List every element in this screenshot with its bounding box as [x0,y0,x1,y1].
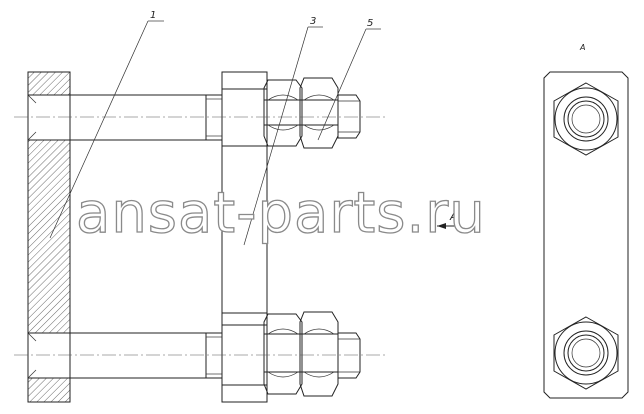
view-a-nut-upper [553,82,619,156]
bolt-lower [69,332,223,379]
view-a-nut-lower [553,316,619,390]
plate-part-3 [221,71,268,403]
view-marker-letter: A [449,210,458,223]
view-a: A [543,43,629,399]
view-a-plate-outline [543,71,629,399]
nut-upper-part-5 [263,77,361,149]
bolt-upper [69,94,223,141]
view-direction-marker: A [437,210,461,229]
callout-1: 1 [49,10,164,239]
nut-lower [263,311,361,397]
watermark-text: ansat-parts.ru [76,181,486,246]
callout-1-number: 1 [150,10,156,21]
callout-5: 5 [317,18,381,141]
view-a-title: A [579,43,585,52]
callout-5-number: 5 [367,18,373,29]
flange-part-1 [27,71,71,403]
callout-3: 3 [243,16,323,246]
callout-3-number: 3 [310,16,316,27]
